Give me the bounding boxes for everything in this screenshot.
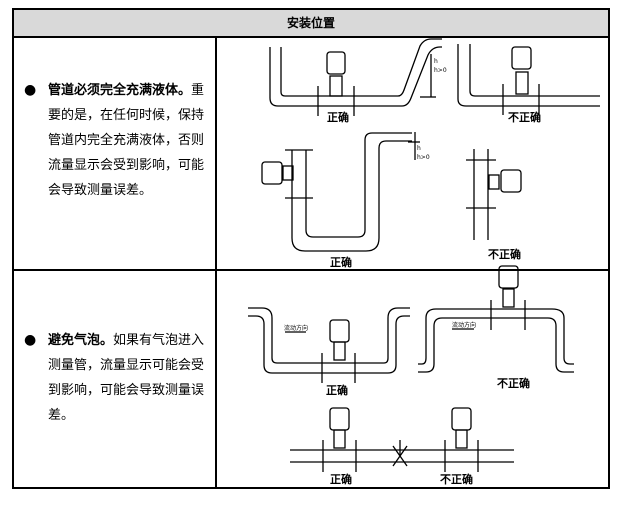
row1-bold: 管道必须完全充满液体。 xyxy=(48,83,192,98)
label-bubble-incorrect-1: 不正确 xyxy=(497,376,530,390)
column-divider xyxy=(215,36,217,487)
label-bubble-correct-1: 正确 xyxy=(326,383,348,397)
label-correct-2: 正确 xyxy=(330,255,352,269)
bullet-2: ● xyxy=(24,332,37,348)
label-h-gt0-1: h>0 xyxy=(434,67,447,74)
diagram-bubble-incorrect-1 xyxy=(418,265,574,373)
diagram-full-pipe-incorrect-2 xyxy=(466,149,522,240)
row2-bold: 避免气泡。 xyxy=(48,333,114,348)
table-header: 安装位置 xyxy=(14,10,608,38)
label-flow-1: 流动方向 xyxy=(284,324,308,332)
label-h-2: h xyxy=(417,145,421,152)
label-h-1: h xyxy=(434,58,438,65)
diagram-full-pipe-correct-2 xyxy=(261,132,420,252)
diagram-bubble-correct-1 xyxy=(248,307,410,383)
bullet-1: ● xyxy=(24,82,37,98)
label-bubble-correct-2: 正确 xyxy=(330,472,352,486)
installation-table: 安装位置 ● 管道必须完全充满液体。重要的是，在任何时候，保持管道内完全充满液体… xyxy=(12,8,610,489)
diagram-full-pipe-correct-1 xyxy=(269,38,442,116)
row1-body: 重要的是，在任何时候，保持管道内完全充满液体，否则流量显示会受到影响，可能会导致… xyxy=(48,83,205,198)
row2-body: 如果有气泡进入测量管，流量显示可能会受到影响，可能会导致测量误差。 xyxy=(48,333,205,423)
row2-text: ● 避免气泡。如果有气泡进入测量管，流量显示可能会受到影响，可能会导致测量误差。 xyxy=(24,328,210,428)
row-divider xyxy=(14,269,608,271)
label-flow-2: 流动方向 xyxy=(452,321,476,329)
row1-text: ● 管道必须完全充满液体。重要的是，在任何时候，保持管道内完全充满液体，否则流量… xyxy=(24,78,210,203)
label-bubble-incorrect-2: 不正确 xyxy=(440,472,473,486)
label-correct-1: 正确 xyxy=(327,110,349,124)
label-incorrect-1: 不正确 xyxy=(508,110,541,124)
diagram-bubble-correct-2 xyxy=(290,407,514,472)
label-h-gt0-2: h>0 xyxy=(417,154,430,161)
label-incorrect-2: 不正确 xyxy=(488,247,521,261)
diagram-full-pipe-incorrect-1 xyxy=(457,44,600,115)
